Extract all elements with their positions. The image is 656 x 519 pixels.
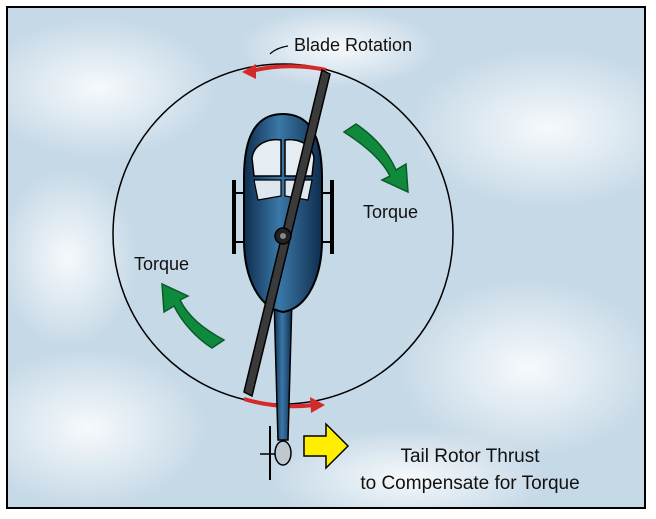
torque-label-left: Torque bbox=[134, 254, 189, 274]
torque-diagram: Blade Rotation Torque Torque Tail Rotor … bbox=[8, 8, 644, 507]
blade-rotation-label: Blade Rotation bbox=[294, 35, 412, 55]
torque-arrow-left bbox=[161, 282, 226, 349]
torque-label-right: Torque bbox=[363, 202, 418, 222]
diagram-frame: Blade Rotation Torque Torque Tail Rotor … bbox=[6, 6, 646, 509]
blade-rotation-arrow-top bbox=[242, 64, 327, 79]
tail-rotor-label-line2: to Compensate for Torque bbox=[360, 473, 579, 494]
tail-rotor-label-line1: Tail Rotor Thrust bbox=[400, 446, 540, 467]
arrow-right-icon bbox=[303, 422, 350, 470]
torque-arrow-right bbox=[342, 123, 409, 194]
blade-rotation-leader bbox=[269, 45, 289, 55]
clouds bbox=[8, 8, 644, 507]
main-rotor-blade bbox=[243, 68, 331, 398]
